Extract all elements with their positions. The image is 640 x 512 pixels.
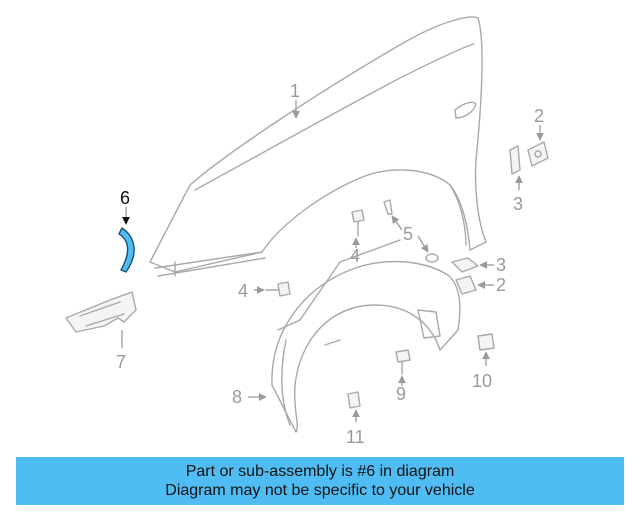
part-7-bracket: 7 (65, 291, 137, 372)
callout-2-upper: 2 (534, 106, 544, 126)
fender-part (149, 16, 487, 277)
info-banner: Part or sub-assembly is #6 in diagram Di… (16, 457, 624, 505)
part-4-upper-bolt: 4 (350, 209, 365, 266)
part-1-label: 1 (290, 81, 300, 119)
part-10-clip: 10 (472, 333, 495, 391)
part-3-upper-clip: 3 (509, 145, 523, 214)
callout-1: 1 (290, 81, 300, 101)
callout-6: 6 (120, 188, 130, 208)
callout-10: 10 (472, 371, 492, 391)
callout-9: 9 (396, 384, 406, 404)
part-3-lower-clip: 3 (451, 255, 506, 275)
part-8-wheel-liner: 8 (232, 239, 461, 433)
part-6-highlighted: 6 (118, 188, 135, 273)
part-2-upper-clip: 2 (527, 106, 549, 167)
callout-5: 5 (403, 224, 413, 244)
callout-4-upper: 4 (350, 246, 360, 266)
banner-line-1: Part or sub-assembly is #6 in diagram (185, 463, 455, 480)
callout-3-upper: 3 (513, 194, 523, 214)
callout-3-lower: 3 (496, 255, 506, 275)
callout-7: 7 (116, 352, 126, 372)
callout-2-lower: 2 (496, 275, 506, 295)
parts-diagram: 6 7 8 1 2 3 4 (65, 16, 549, 447)
callout-8: 8 (232, 387, 242, 407)
part-9-screw: 9 (395, 349, 411, 404)
callout-4-lower: 4 (238, 281, 248, 301)
part-2-lower-clip: 2 (455, 275, 506, 295)
part-4-lower-bolt: 4 (238, 281, 291, 301)
part-11-block: 11 (346, 391, 365, 447)
banner-line-2: Diagram may not be specific to your vehi… (165, 482, 475, 499)
callout-11: 11 (346, 427, 365, 447)
part-5-grommet: 5 (383, 199, 439, 263)
